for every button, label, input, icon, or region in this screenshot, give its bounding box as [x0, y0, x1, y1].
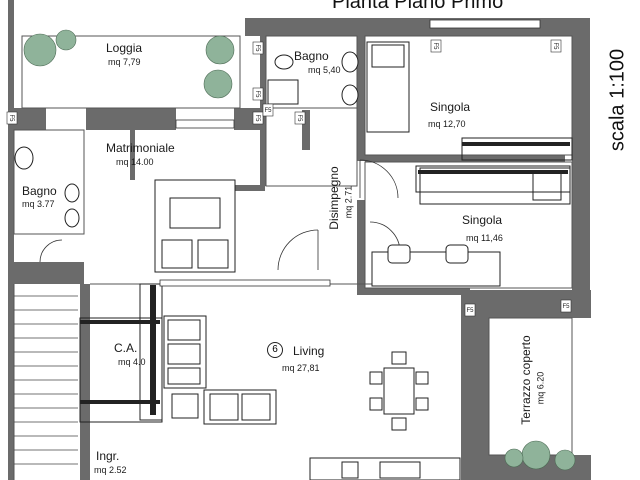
- room-area-ca: mq 4.0: [118, 357, 146, 367]
- dining-table: [369, 351, 429, 431]
- walls: [8, 0, 591, 480]
- room-area-disimpegno: mq 2.71: [343, 185, 354, 219]
- window-tag: F5: [550, 39, 562, 53]
- room-name-bagno-1: Bagno: [294, 49, 329, 63]
- room-name-loggia: Loggia: [106, 41, 143, 55]
- double-bed: [154, 179, 236, 273]
- stairs: [14, 295, 78, 465]
- single-beds: [366, 41, 571, 205]
- wardrobes: [80, 142, 570, 415]
- window-tag: F5: [252, 41, 264, 55]
- room-area-matrimoniale: mq 14.00: [116, 157, 154, 167]
- window-tag: F5: [430, 39, 442, 53]
- room-area-loggia: mq 7,79: [108, 57, 141, 67]
- scale-label: scala 1:100: [606, 48, 629, 152]
- room-name-singola-2: Singola: [462, 213, 503, 227]
- room-area-living: mq 27,81: [282, 363, 320, 373]
- plants: [23, 29, 576, 471]
- wardrobe-outlines: [79, 137, 573, 423]
- window-tag: F5: [252, 111, 264, 125]
- room-name-terrazzo: Terrazzo coperto: [519, 335, 533, 425]
- svg-text:F5: F5: [254, 44, 260, 52]
- svg-text:F5: F5: [8, 114, 14, 122]
- room-name-ingr: Ingr.: [96, 449, 120, 463]
- room-area-bagno-2: mq 3.77: [22, 199, 55, 209]
- room-area-singola-1: mq 12,70: [428, 119, 466, 129]
- svg-text:F5: F5: [254, 90, 260, 98]
- door-swings: [39, 159, 401, 271]
- sanitary-fixtures: [14, 51, 359, 228]
- room-area-singola-2: mq 11,46: [466, 233, 503, 243]
- window-tag: F5: [262, 103, 274, 117]
- room-area-terrazzo: mq 6.20: [535, 371, 546, 405]
- windows: [159, 19, 541, 287]
- room-name-bagno-2: Bagno: [22, 184, 57, 198]
- svg-text:F5: F5: [466, 308, 474, 314]
- room-name-living: Living: [293, 344, 325, 358]
- window-tag: F5: [6, 111, 18, 125]
- room-number-living: 6: [267, 342, 283, 358]
- room-area-bagno-1: mq 5,40: [308, 65, 341, 75]
- svg-text:F5: F5: [562, 304, 570, 310]
- window-tag: F5: [560, 299, 572, 313]
- window-tag: F5: [294, 111, 306, 125]
- room-name-ca: C.A.: [114, 341, 138, 355]
- sofa: [163, 315, 277, 425]
- plan-title: Pianta Piano Primo: [332, 0, 504, 13]
- room-area-ingr: mq 2.52: [94, 465, 127, 475]
- svg-text:F5: F5: [264, 108, 272, 114]
- window-tag: F5: [464, 303, 476, 317]
- svg-text:F5: F5: [552, 42, 558, 50]
- room-name-matrimoniale: Matrimoniale: [106, 141, 175, 155]
- svg-text:F5: F5: [432, 42, 438, 50]
- svg-text:F5: F5: [254, 114, 260, 122]
- room-name-singola-1: Singola: [430, 100, 471, 114]
- window-tag: F5: [252, 87, 264, 101]
- desks: [371, 244, 501, 287]
- kitchen-counter: [309, 457, 461, 480]
- svg-text:F5: F5: [296, 114, 302, 122]
- room-name-disimpegno: Disimpegno: [327, 166, 341, 230]
